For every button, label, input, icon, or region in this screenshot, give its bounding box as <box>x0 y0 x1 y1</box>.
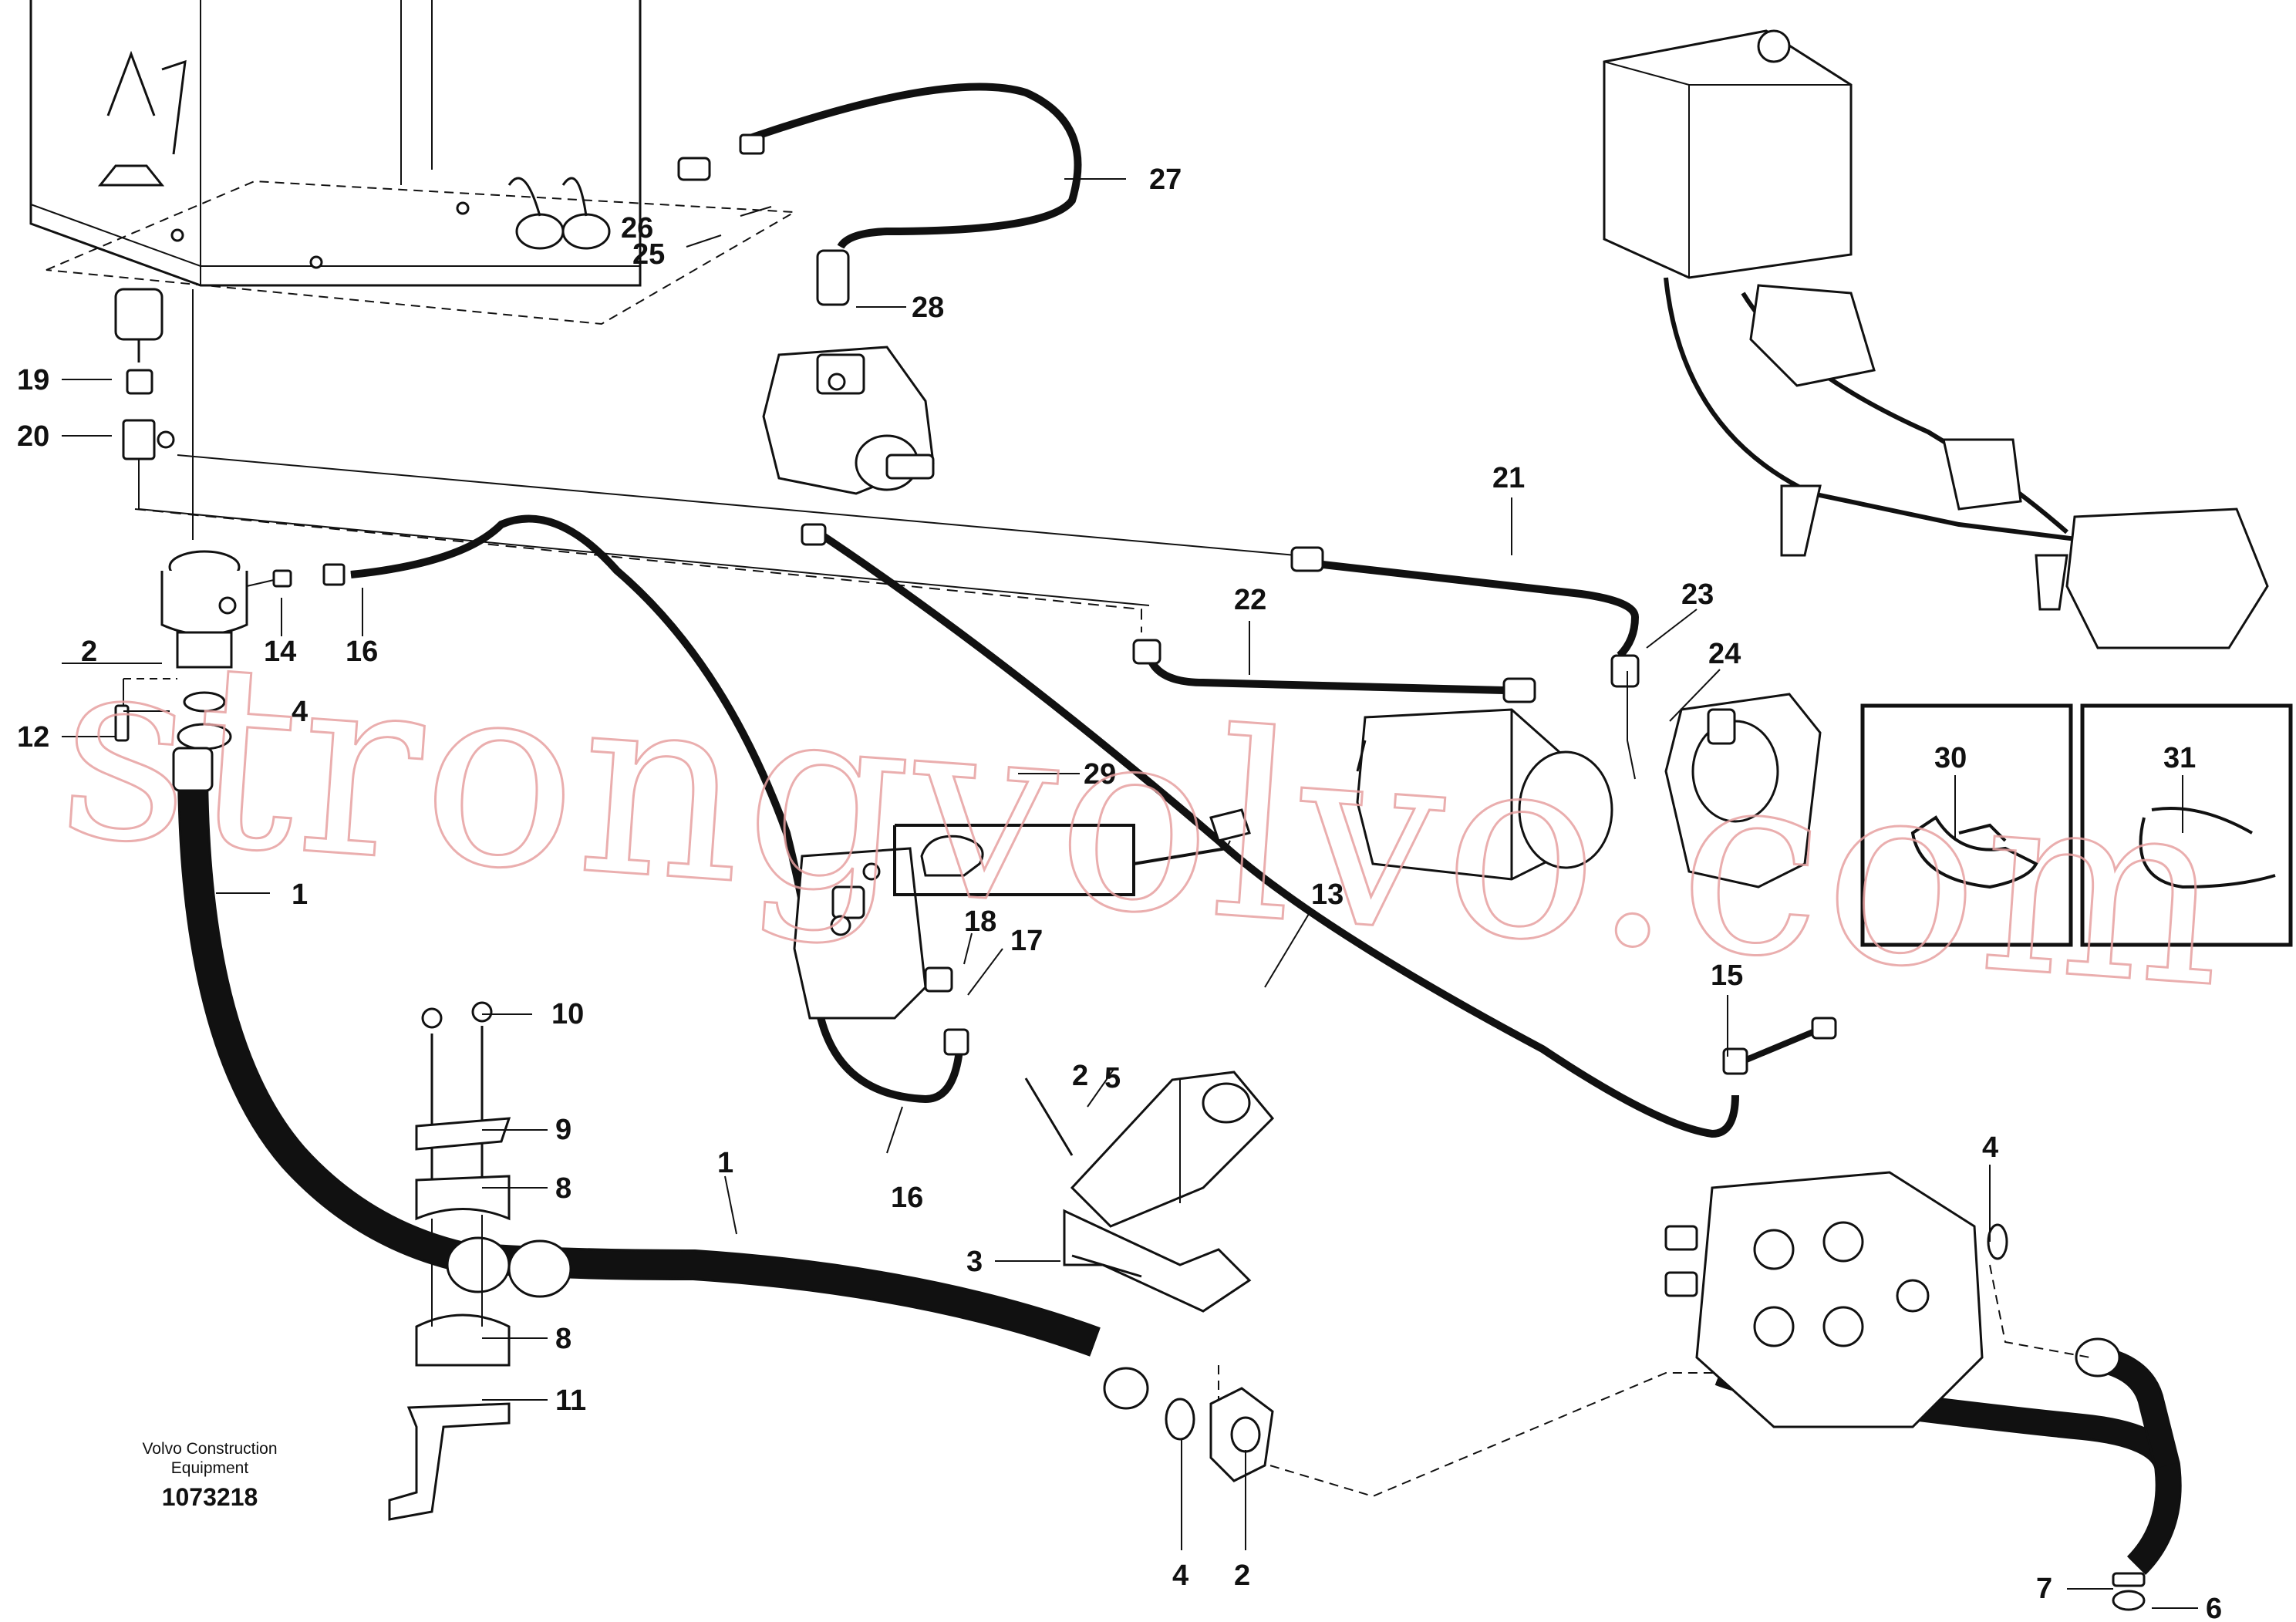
callout-2-bottom: 2 <box>1234 1560 1250 1592</box>
callout-19: 19 <box>17 364 49 396</box>
callout-9: 9 <box>555 1114 571 1146</box>
leader-lines <box>62 178 2198 1609</box>
hydraulic-tank <box>29 0 642 287</box>
callout-23: 23 <box>1681 578 1714 611</box>
variable-pump <box>762 346 935 495</box>
callout-3-upper: 2 <box>1072 1060 1088 1092</box>
flange-lower <box>1165 1387 1274 1482</box>
callout-labels: 27 28 26 25 19 20 2 12 4 14 16 1 10 9 8 … <box>17 164 2222 1622</box>
credit-line-2: Equipment <box>171 1459 249 1477</box>
callout-24: 24 <box>1708 638 1741 670</box>
callout-30: 30 <box>1934 742 1967 774</box>
suction-block <box>114 550 346 750</box>
callout-16-bottom: 16 <box>891 1182 923 1214</box>
callout-2-left: 2 <box>81 636 97 668</box>
overview-machine <box>1603 29 2269 649</box>
callout-25: 25 <box>632 238 665 271</box>
callout-21: 21 <box>1492 462 1525 494</box>
callout-7: 7 <box>2036 1573 2052 1605</box>
callout-3-lower: 3 <box>966 1246 983 1278</box>
callout-5: 5 <box>1104 1062 1121 1094</box>
callout-4-bottom: 4 <box>1172 1560 1188 1592</box>
callout-box-29 <box>893 824 1227 896</box>
callout-1-left: 1 <box>292 878 308 911</box>
dashed-routing <box>1218 1264 2091 1498</box>
dashed-outline-tank <box>46 180 797 325</box>
callout-26: 26 <box>621 212 653 244</box>
callout-box-30 <box>1860 703 2073 947</box>
hose-fittings <box>677 133 2146 1611</box>
credit-block: Volvo Construction Equipment 1073218 <box>142 1440 277 1511</box>
callout-18: 18 <box>964 905 996 938</box>
callout-13: 13 <box>1311 878 1344 911</box>
callout-14: 14 <box>264 636 296 668</box>
strap-icon <box>1910 815 2038 889</box>
credit-line-1: Volvo Construction <box>142 1440 277 1458</box>
main-control-valve <box>1664 1171 2008 1428</box>
clamp-bracket-assembly <box>388 1001 511 1521</box>
callout-11: 11 <box>555 1384 586 1417</box>
cable-tie-icon <box>2139 807 2276 889</box>
control-valve-small <box>793 847 927 1020</box>
callout-10: 10 <box>551 998 584 1030</box>
drive-motors <box>1356 693 1822 889</box>
callout-20: 20 <box>17 420 49 453</box>
callout-4-left: 4 <box>292 696 308 728</box>
callout-box-31 <box>2080 703 2293 947</box>
doc-number: 1073218 <box>162 1483 258 1511</box>
tank-outlet-fittings <box>114 288 1296 632</box>
callout-8-top: 8 <box>555 1172 571 1205</box>
callout-29: 29 <box>1084 758 1116 791</box>
bracket-middle <box>1024 1071 1275 1313</box>
callout-15: 15 <box>1711 959 1743 992</box>
callout-6: 6 <box>2206 1593 2222 1622</box>
callout-22: 22 <box>1234 584 1266 616</box>
callout-27: 27 <box>1149 164 1182 196</box>
callout-16-top: 16 <box>346 636 378 668</box>
callout-12: 12 <box>17 721 49 754</box>
hose-lines <box>172 83 2182 1576</box>
callout-28: 28 <box>912 292 944 324</box>
callout-31: 31 <box>2163 742 2196 774</box>
callout-1-bottom: 1 <box>717 1147 733 1179</box>
callout-17: 17 <box>1010 925 1043 957</box>
callout-8-bottom: 8 <box>555 1323 571 1355</box>
callout-4-right: 4 <box>1982 1131 1998 1164</box>
